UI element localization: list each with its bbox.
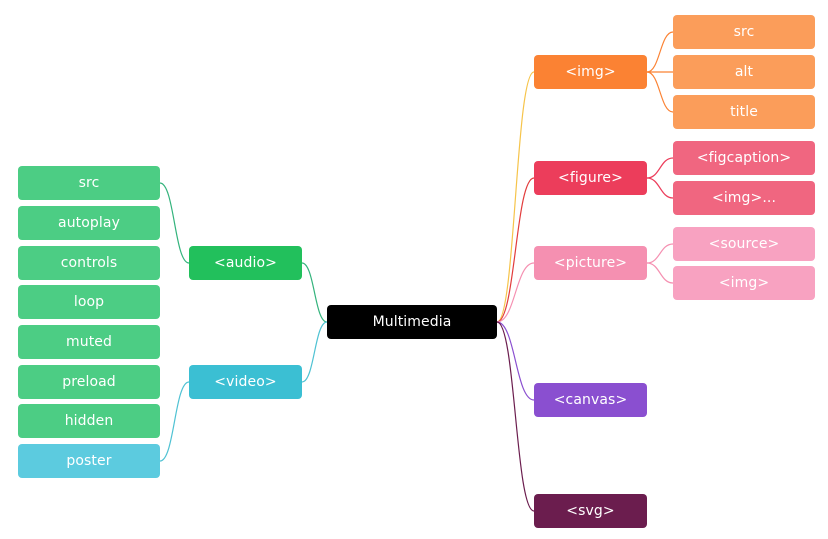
link-picture-child-1 — [646, 262, 674, 284]
picture-child-img[interactable]: <img> — [673, 266, 815, 300]
audio-child-preload[interactable]: preload — [18, 365, 160, 399]
branch-figure[interactable]: <figure> — [534, 161, 647, 195]
audio-child-controls[interactable]: controls — [18, 246, 160, 280]
branch-video[interactable]: <video> — [189, 365, 302, 399]
link-img-child-2 — [646, 71, 674, 113]
link-figure-child-1 — [646, 177, 674, 199]
branch-picture[interactable]: <picture> — [534, 246, 647, 280]
picture-child-source[interactable]: <source> — [673, 227, 815, 261]
audio-child-src[interactable]: src — [18, 166, 160, 200]
link-root-picture — [496, 262, 535, 323]
root-node-multimedia[interactable]: Multimedia — [327, 305, 497, 339]
link-audio-child-src — [159, 182, 190, 264]
audio-child-autoplay[interactable]: autoplay — [18, 206, 160, 240]
link-img-child-0 — [646, 31, 674, 73]
link-root-canvas — [496, 321, 535, 401]
figure-child-img[interactable]: <img>... — [673, 181, 815, 215]
video-child-poster[interactable]: poster — [18, 444, 160, 478]
audio-child-hidden[interactable]: hidden — [18, 404, 160, 438]
img-child-alt[interactable]: alt — [673, 55, 815, 89]
link-root-svg — [496, 321, 535, 512]
img-child-title[interactable]: title — [673, 95, 815, 129]
link-root-figure — [496, 177, 535, 323]
link-root-video — [301, 321, 328, 383]
audio-child-loop[interactable]: loop — [18, 285, 160, 319]
link-root-audio — [301, 262, 328, 323]
audio-child-muted[interactable]: muted — [18, 325, 160, 359]
branch-svg[interactable]: <svg> — [534, 494, 647, 528]
branch-img[interactable]: <img> — [534, 55, 647, 89]
link-video-child-poster — [159, 381, 190, 462]
img-child-src[interactable]: src — [673, 15, 815, 49]
link-picture-child-0 — [646, 243, 674, 264]
figure-child-figcaption[interactable]: <figcaption> — [673, 141, 815, 175]
link-figure-child-0 — [646, 157, 674, 179]
link-root-img — [496, 71, 535, 323]
branch-canvas[interactable]: <canvas> — [534, 383, 647, 417]
branch-audio[interactable]: <audio> — [189, 246, 302, 280]
